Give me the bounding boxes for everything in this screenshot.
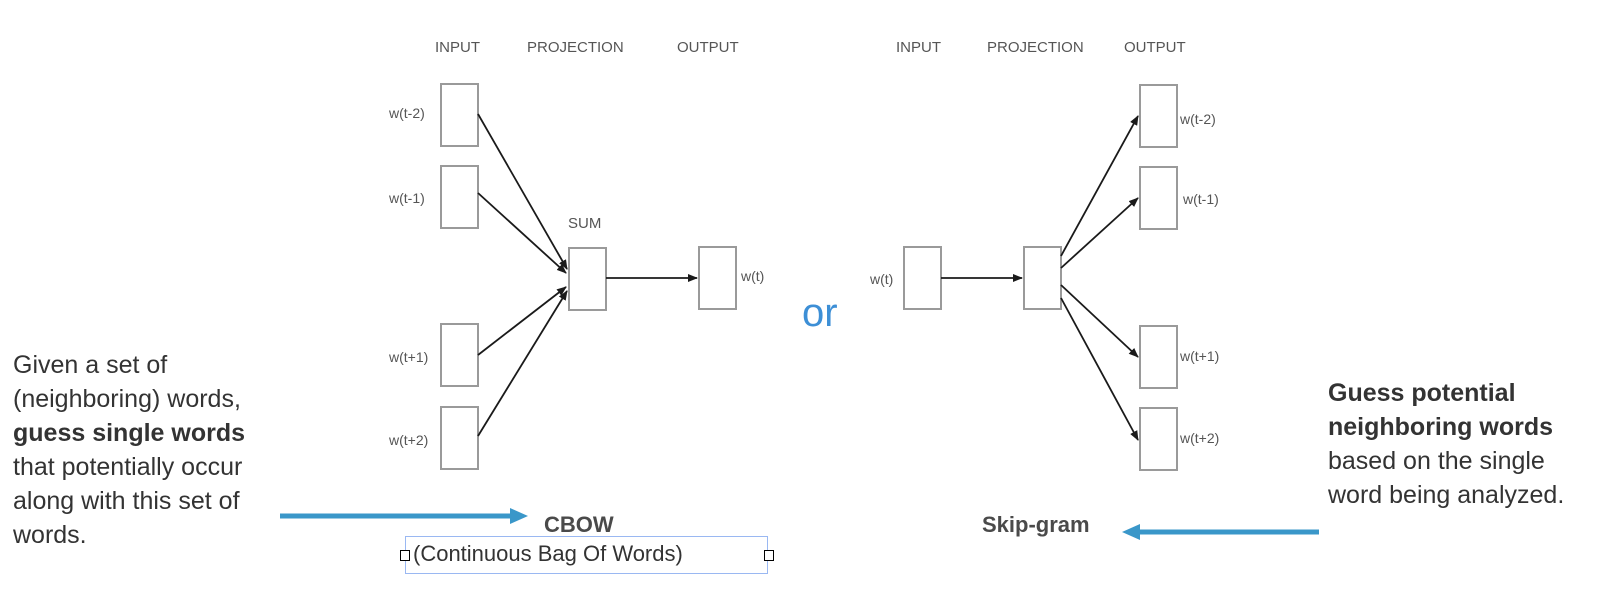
cbow-header-input: INPUT [435, 39, 480, 56]
cbow-projection-node [568, 247, 607, 311]
cbow-header-projection: PROJECTION [527, 39, 624, 56]
cbow-description-text: that potentially occur along with this s… [13, 453, 243, 549]
cbow-output-node [698, 246, 737, 310]
skipgram-output-label: w(t-1) [1182, 191, 1219, 207]
skipgram-output-label: w(t-2) [1179, 111, 1216, 127]
cbow-input-label: w(t+2) [388, 432, 428, 448]
skipgram-projection-node [1023, 246, 1062, 310]
skipgram-output-label: w(t+1) [1179, 348, 1219, 364]
resize-handle-left[interactable] [400, 550, 410, 561]
skipgram-edge-arrow [1060, 115, 1139, 257]
skipgram-header-input: INPUT [896, 39, 941, 56]
skipgram-output-node: w(t-2) [1139, 84, 1216, 148]
skipgram-description-emphasis: Guess potential neighboring words [1328, 379, 1553, 441]
cbow-description: Given a set of (neighboring) words, gues… [13, 348, 283, 552]
cbow-input-node: w(t+2) [388, 406, 479, 470]
skipgram-title: Skip-gram [982, 512, 1090, 537]
skipgram-output-node: w(t-1) [1139, 166, 1219, 230]
cbow-edge-arrow [477, 286, 567, 356]
cbow-edge-arrow [477, 290, 568, 437]
cbow-output-label: w(t) [740, 268, 764, 284]
skipgram-input-node [903, 246, 942, 310]
cbow-description-emphasis: guess single words [13, 419, 246, 447]
skipgram-output-node: w(t+2) [1139, 407, 1219, 471]
cbow-header-output: OUTPUT [677, 39, 739, 56]
cbow-edge-arrow [477, 113, 568, 270]
skipgram-header-projection: PROJECTION [987, 39, 1084, 56]
skipgram-output-label: w(t+2) [1179, 430, 1219, 446]
or-separator: or [802, 291, 838, 335]
skipgram-edge-arrow [1060, 197, 1139, 269]
cbow-input-label: w(t-1) [388, 190, 425, 206]
skipgram-input-label: w(t) [869, 271, 893, 287]
cbow-subtitle[interactable]: (Continuous Bag Of Words) [413, 541, 683, 566]
cbow-input-label: w(t-2) [388, 105, 425, 121]
cbow-input-node: w(t-1) [388, 165, 479, 229]
skipgram-description: Guess potential neighboring words based … [1328, 376, 1588, 512]
cbow-edge-arrow [477, 192, 567, 274]
skipgram-header-output: OUTPUT [1124, 39, 1186, 56]
skipgram-description-text: based on the single word being analyzed. [1328, 447, 1565, 509]
cbow-sum-label: SUM [568, 215, 601, 232]
resize-handle-right[interactable] [764, 550, 774, 561]
cbow-input-node: w(t+1) [388, 323, 479, 387]
skipgram-output-node: w(t+1) [1139, 325, 1219, 389]
skipgram-edge-arrow [1060, 297, 1139, 441]
skipgram-edge-arrow [1060, 284, 1139, 358]
cbow-input-node: w(t-2) [388, 83, 479, 147]
cbow-input-label: w(t+1) [388, 349, 428, 365]
cbow-description-text: Given a set of (neighboring) words, [13, 351, 241, 413]
cbow-title: CBOW [544, 512, 614, 537]
